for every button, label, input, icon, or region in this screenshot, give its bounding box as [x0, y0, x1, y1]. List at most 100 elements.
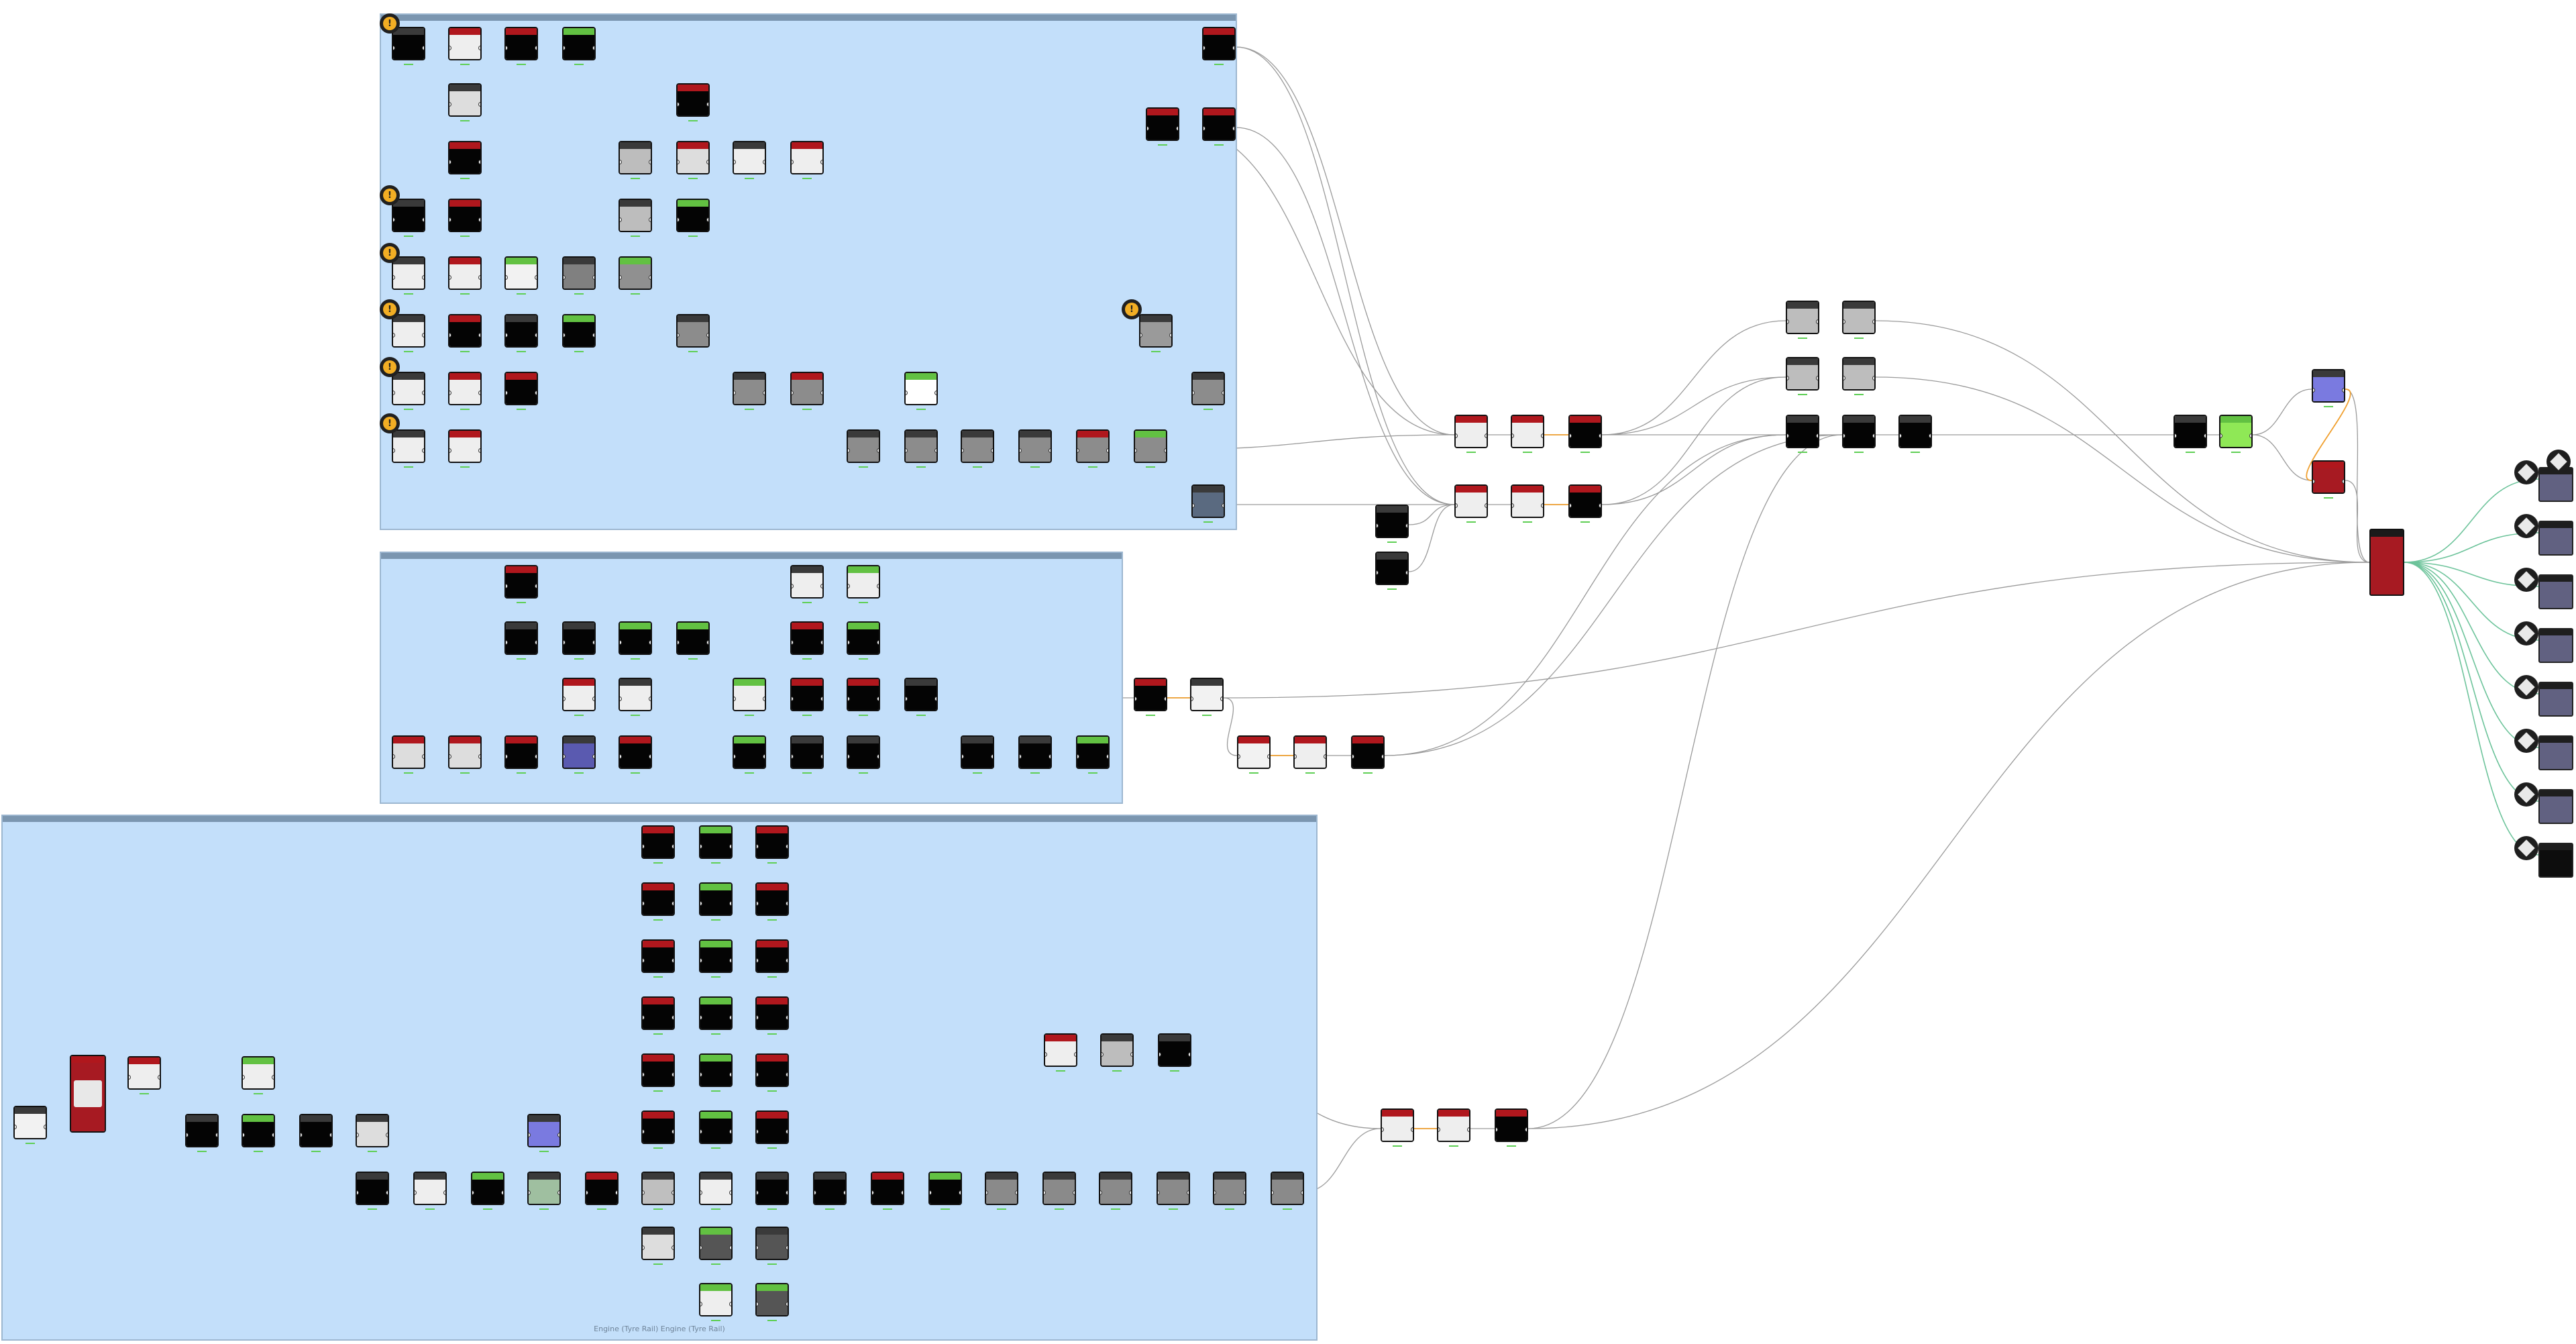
graph-node[interactable] — [504, 372, 538, 405]
node-header[interactable] — [792, 679, 822, 686]
node-header[interactable] — [792, 373, 822, 380]
graph-node[interactable] — [1351, 735, 1385, 769]
node-header[interactable] — [393, 431, 424, 437]
graph-node[interactable] — [699, 1172, 733, 1205]
graph-node[interactable] — [562, 27, 596, 60]
output-port[interactable] — [535, 391, 537, 395]
node-header[interactable] — [906, 373, 936, 380]
output-port[interactable] — [1301, 1190, 1303, 1195]
node-header[interactable] — [734, 679, 765, 686]
output-cube-icon[interactable] — [2514, 729, 2538, 753]
graph-node[interactable] — [904, 678, 938, 711]
output-port[interactable] — [820, 584, 822, 588]
graph-node[interactable] — [504, 565, 538, 599]
output-port[interactable] — [649, 754, 651, 759]
graph-node[interactable] — [1237, 735, 1271, 769]
output-port[interactable] — [535, 584, 537, 588]
output-port[interactable] — [672, 1072, 674, 1077]
output-port[interactable] — [1106, 754, 1108, 759]
node-header[interactable] — [529, 1173, 559, 1180]
output-node[interactable] — [2538, 789, 2573, 824]
output-port[interactable] — [2342, 479, 2344, 484]
graph-node[interactable] — [504, 314, 538, 348]
graph-node[interactable] — [1076, 429, 1110, 463]
node-header[interactable] — [564, 258, 594, 264]
output-port[interactable] — [1599, 433, 1601, 438]
output-port[interactable] — [1929, 433, 1931, 438]
graph-node[interactable] — [641, 882, 675, 916]
graph-node[interactable] — [699, 882, 733, 916]
output-cube-icon[interactable] — [2514, 782, 2538, 807]
node-header[interactable] — [393, 315, 424, 322]
node-header[interactable] — [700, 1055, 731, 1062]
graph-node[interactable] — [733, 678, 766, 711]
graph-node[interactable] — [699, 1283, 733, 1316]
output-port[interactable] — [959, 1190, 961, 1195]
graph-node[interactable] — [790, 735, 824, 769]
graph-node[interactable] — [1293, 735, 1327, 769]
node-header[interactable] — [643, 827, 674, 833]
graph-node[interactable] — [641, 939, 675, 973]
output-port[interactable] — [386, 1190, 388, 1195]
output-port[interactable] — [44, 1125, 46, 1129]
graph-node[interactable] — [504, 256, 538, 290]
output-port[interactable] — [386, 1133, 388, 1137]
graph-node[interactable] — [392, 735, 425, 769]
node-header[interactable] — [930, 1173, 961, 1180]
node-header[interactable] — [757, 998, 788, 1004]
node-header[interactable] — [1203, 109, 1234, 115]
graph-node[interactable] — [1146, 107, 1179, 141]
node-header[interactable] — [757, 1055, 788, 1062]
warning-icon[interactable]: ! — [380, 299, 400, 319]
graph-node[interactable] — [356, 1172, 389, 1205]
output-port[interactable] — [672, 958, 674, 963]
output-port[interactable] — [557, 1190, 559, 1195]
graph-node[interactable] — [904, 372, 938, 405]
node-header[interactable] — [2540, 522, 2572, 528]
node-header[interactable] — [962, 431, 993, 437]
node-header[interactable] — [2220, 416, 2251, 423]
output-port[interactable] — [1267, 754, 1269, 759]
graph-node[interactable] — [2312, 460, 2345, 494]
graph-node[interactable] — [1076, 735, 1110, 769]
output-port[interactable] — [786, 1072, 788, 1077]
node-header[interactable] — [449, 373, 480, 380]
graph-node[interactable] — [1381, 1108, 1414, 1142]
graph-node[interactable] — [1202, 27, 1236, 60]
node-header[interactable] — [449, 200, 480, 207]
graph-node[interactable] — [392, 256, 425, 290]
graph-node[interactable] — [699, 1053, 733, 1087]
node-header[interactable] — [1843, 302, 1874, 309]
output-port[interactable] — [1324, 754, 1326, 759]
node-header[interactable] — [2540, 576, 2572, 582]
output-port[interactable] — [1405, 570, 1407, 575]
output-node[interactable] — [2538, 682, 2573, 717]
node-header[interactable] — [1045, 1035, 1076, 1041]
output-port[interactable] — [1232, 126, 1234, 131]
graph-node[interactable] — [413, 1172, 447, 1205]
output-port[interactable] — [820, 160, 822, 164]
output-port[interactable] — [706, 160, 708, 164]
graph-node[interactable] — [755, 882, 789, 916]
node-header[interactable] — [848, 737, 879, 743]
output-port[interactable] — [1222, 503, 1224, 508]
output-port[interactable] — [1073, 1190, 1075, 1195]
graph-node[interactable] — [504, 735, 538, 769]
output-cube-icon[interactable] — [2514, 568, 2538, 592]
graph-node[interactable] — [790, 621, 824, 655]
node-header[interactable] — [1020, 737, 1051, 743]
output-port[interactable] — [786, 844, 788, 849]
graph-node[interactable] — [676, 314, 710, 348]
node-header[interactable] — [2540, 737, 2572, 743]
graph-node[interactable] — [1375, 505, 1409, 538]
graph-node[interactable] — [392, 27, 425, 60]
graph-node[interactable] — [1786, 415, 1819, 448]
node-header[interactable] — [506, 566, 537, 573]
output-port[interactable] — [672, 1129, 674, 1134]
graph-node[interactable] — [619, 199, 652, 232]
output-port[interactable] — [478, 448, 480, 453]
node-header[interactable] — [1203, 28, 1234, 35]
output-port[interactable] — [820, 640, 822, 645]
output-port[interactable] — [786, 901, 788, 906]
graph-node[interactable] — [562, 314, 596, 348]
